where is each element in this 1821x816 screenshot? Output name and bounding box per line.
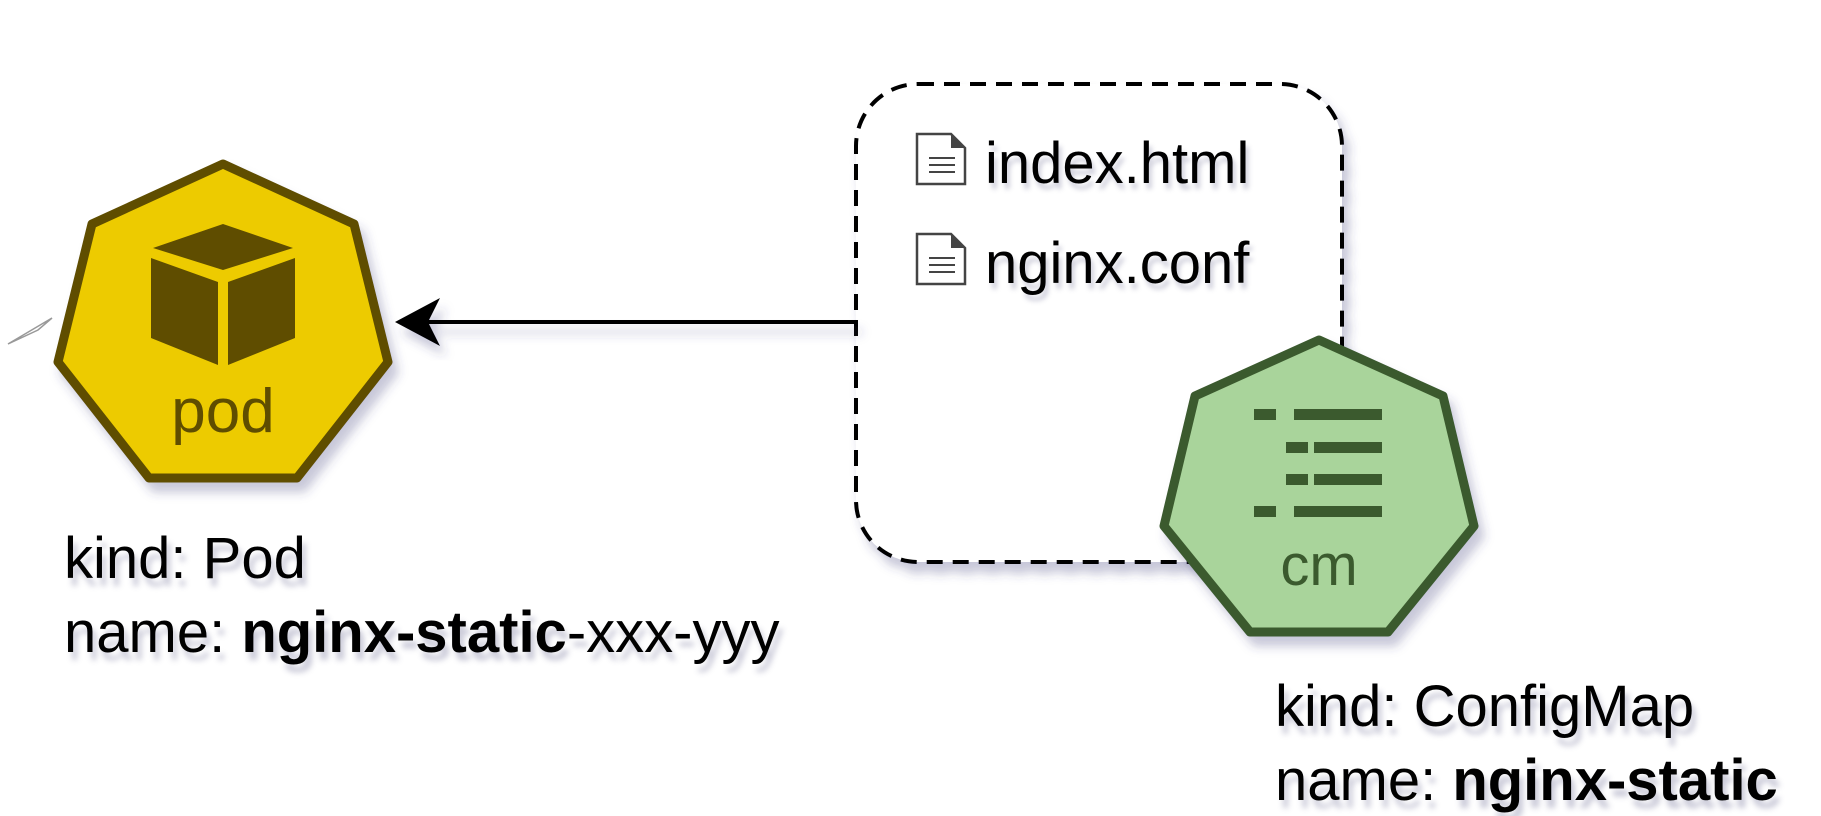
configmap-kind-value: ConfigMap — [1413, 674, 1695, 739]
configmap-icon-label: cm — [1280, 533, 1357, 598]
pod-node[interactable]: pod — [53, 159, 393, 483]
stray-triangle-icon — [7, 317, 53, 345]
pod-name-bold: nginx-static — [241, 600, 567, 665]
pod-icon-label: pod — [171, 377, 274, 446]
configmap-heptagon — [1159, 335, 1479, 637]
document-icon — [915, 132, 967, 186]
configmap-name-prefix: name: — [1275, 748, 1453, 813]
configmap-metadata: kind: ConfigMap name: nginx-static — [1275, 670, 1778, 816]
configmap-name-line: name: nginx-static — [1275, 744, 1778, 816]
mount-arrow — [395, 298, 856, 346]
configmap-node[interactable]: cm — [1159, 335, 1479, 637]
list-icon — [1254, 409, 1382, 517]
document-icon — [915, 232, 967, 286]
pod-kind-value: Pod — [202, 526, 306, 591]
file-name-nginx-conf: nginx.conf — [985, 231, 1250, 296]
configmap-name-bold: nginx-static — [1452, 748, 1778, 813]
pod-heptagon — [53, 159, 393, 483]
pod-metadata: kind: Pod name: nginx-static-xxx-yyy — [64, 522, 779, 670]
pod-name-suffix: -xxx-yyy — [566, 600, 780, 665]
pod-kind-line: kind: Pod — [64, 522, 779, 596]
pod-name-line: name: nginx-static-xxx-yyy — [64, 596, 779, 670]
file-name-index-html: index.html — [985, 131, 1250, 196]
configmap-kind-prefix: kind: — [1275, 674, 1414, 739]
cube-icon — [151, 224, 295, 365]
pod-name-prefix: name: — [64, 600, 242, 665]
configmap-kind-line: kind: ConfigMap — [1275, 670, 1778, 744]
pod-kind-prefix: kind: — [64, 526, 203, 591]
arrowhead-icon — [395, 298, 440, 346]
